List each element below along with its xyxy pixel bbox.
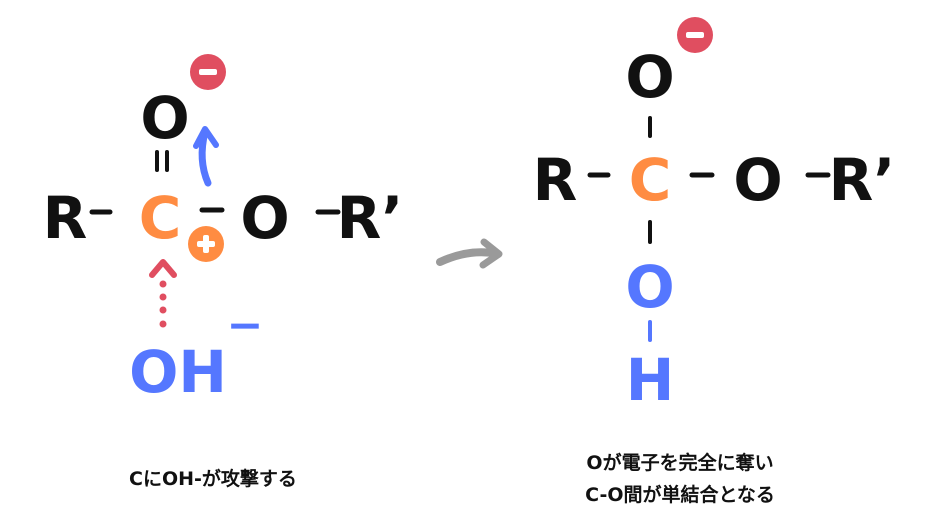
right-structure: O R C O R’ O H — [533, 17, 896, 414]
minus-charge-icon — [677, 17, 713, 53]
atom-o-bottom: O — [625, 253, 674, 321]
left-structure: R C O R’ O OH − — [43, 54, 404, 406]
atom-o-top: O — [625, 43, 674, 111]
atom-c: C — [629, 146, 672, 214]
reaction-arrow-icon — [436, 238, 503, 269]
right-caption-line-1: Oが電子を完全に奪い — [586, 451, 773, 474]
hydroxide-label: OH — [129, 338, 227, 406]
plus-charge-icon — [188, 226, 224, 262]
atom-r: R — [533, 146, 578, 214]
atom-h: H — [626, 346, 675, 414]
atom-o-top: O — [140, 84, 189, 152]
atom-o-right: O — [240, 184, 289, 252]
atom-r: R — [43, 184, 88, 252]
hydroxide-charge: − — [227, 300, 264, 351]
right-caption-line-2: C-O間が単結合となる — [585, 483, 775, 506]
electron-shift-arrow-icon — [193, 126, 219, 187]
atom-c: C — [139, 184, 182, 252]
left-caption: CにOH-が攻撃する — [129, 467, 297, 490]
atom-r-prime: R’ — [337, 184, 404, 252]
atom-r-prime: R’ — [829, 146, 896, 214]
nucleophilic-attack-arrow-icon — [149, 259, 177, 328]
minus-charge-icon — [190, 54, 226, 90]
atom-o-right: O — [733, 146, 782, 214]
